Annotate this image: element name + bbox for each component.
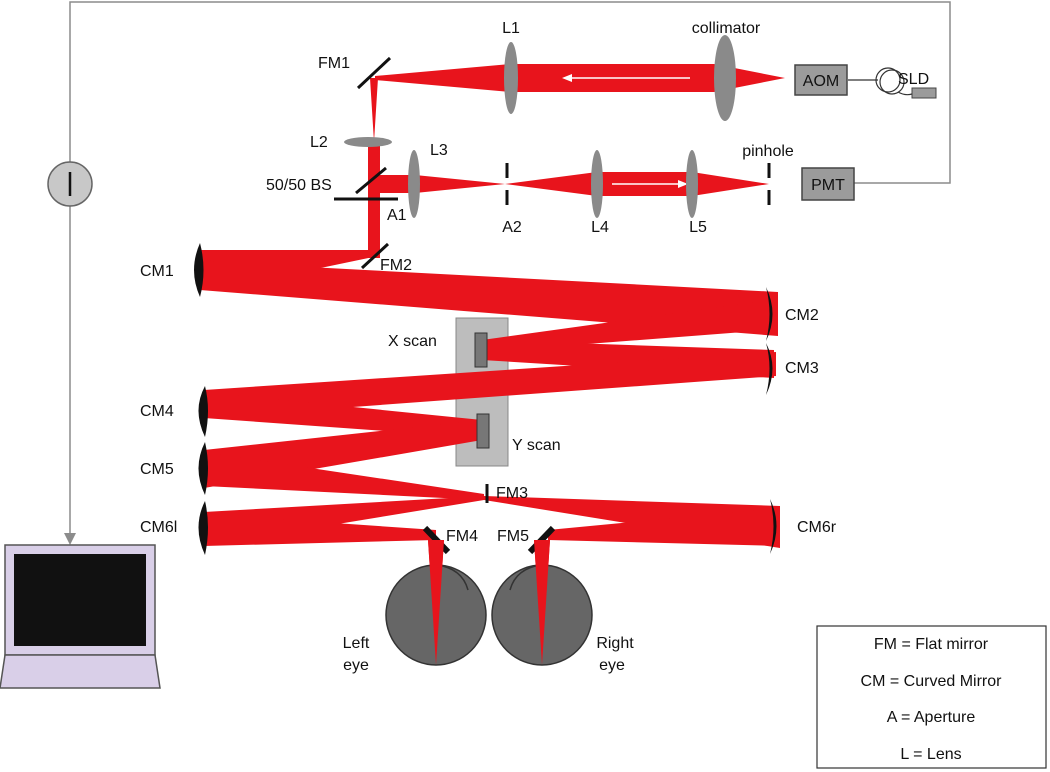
beam-splitter xyxy=(355,166,387,195)
label-fm1: FM1 xyxy=(318,55,350,72)
label-bs: 50/50 BS xyxy=(266,177,332,194)
label-fm2: FM2 xyxy=(380,257,412,274)
label-l1: L1 xyxy=(502,20,520,37)
signal-wire xyxy=(69,1,951,184)
flat-mirror-fm1 xyxy=(356,56,392,90)
label-y-scan: Y scan xyxy=(512,437,561,454)
label-x-scan: X scan xyxy=(388,333,437,350)
label-sld: SLD xyxy=(898,71,929,88)
curved-mirror-cm5 xyxy=(198,442,208,495)
lens-l2 xyxy=(344,137,392,147)
label-collimator: collimator xyxy=(692,20,761,37)
lens-l3 xyxy=(408,150,420,218)
curved-mirror-cm3 xyxy=(766,343,773,395)
label-fm4: FM4 xyxy=(446,528,478,545)
arrow-head-icon xyxy=(64,533,76,545)
lens-l5 xyxy=(686,150,698,218)
label-pmt: PMT xyxy=(811,177,845,194)
x-scan-mirror xyxy=(474,332,488,368)
label-cm4: CM4 xyxy=(140,403,174,420)
label-l5: L5 xyxy=(689,219,707,236)
label-cm2: CM2 xyxy=(785,307,819,324)
lens-l4 xyxy=(591,150,603,218)
label-cm6r: CM6r xyxy=(797,519,837,536)
left-eye-icon xyxy=(385,540,487,666)
direction-arrow-icon xyxy=(612,180,688,188)
sld-source xyxy=(911,87,937,99)
curved-mirror-cm6l xyxy=(198,501,208,555)
label-fm3: FM3 xyxy=(496,485,528,502)
fiber-coil-icon xyxy=(848,67,913,96)
aom-box xyxy=(794,64,848,96)
legend-box: FM = Flat mirror CM = Curved Mirror A = … xyxy=(816,625,1047,769)
right-eye-icon xyxy=(491,540,593,666)
label-aom: AOM xyxy=(803,73,839,90)
y-scan-mirror xyxy=(476,413,490,449)
label-cm5: CM5 xyxy=(140,461,174,478)
pmt-box xyxy=(801,167,855,201)
legend-item: A = Aperture xyxy=(887,709,976,726)
label-left-eye-2: eye xyxy=(343,657,369,674)
label-l4: L4 xyxy=(591,219,609,236)
lens-l1 xyxy=(504,42,518,114)
label-cm3: CM3 xyxy=(785,360,819,377)
legend-item: FM = Flat mirror xyxy=(874,636,989,653)
legend-item: L = Lens xyxy=(900,746,961,763)
collimator-lens xyxy=(714,35,736,121)
label-l2: L2 xyxy=(310,134,328,151)
curved-mirror-cm1 xyxy=(194,243,204,297)
label-a1: A1 xyxy=(387,207,407,224)
label-l3: L3 xyxy=(430,142,448,159)
curved-mirror-cm2 xyxy=(766,287,773,341)
label-pinhole: pinhole xyxy=(742,143,794,160)
label-left-eye: Left xyxy=(343,635,370,652)
curved-mirror-cm6r xyxy=(770,499,777,554)
laser-beam xyxy=(197,64,785,665)
laptop-icon xyxy=(0,544,161,689)
label-a2: A2 xyxy=(502,219,522,236)
label-fm5: FM5 xyxy=(497,528,529,545)
legend-item: CM = Curved Mirror xyxy=(861,673,1003,690)
label-right-eye: Right xyxy=(596,635,634,652)
flat-mirror-fm2 xyxy=(360,242,390,270)
curved-mirror-cm4 xyxy=(198,386,208,437)
label-right-eye-2: eye xyxy=(599,657,625,674)
direction-arrow-icon xyxy=(562,74,690,82)
label-cm6l: CM6l xyxy=(140,519,177,536)
label-cm1: CM1 xyxy=(140,263,174,280)
